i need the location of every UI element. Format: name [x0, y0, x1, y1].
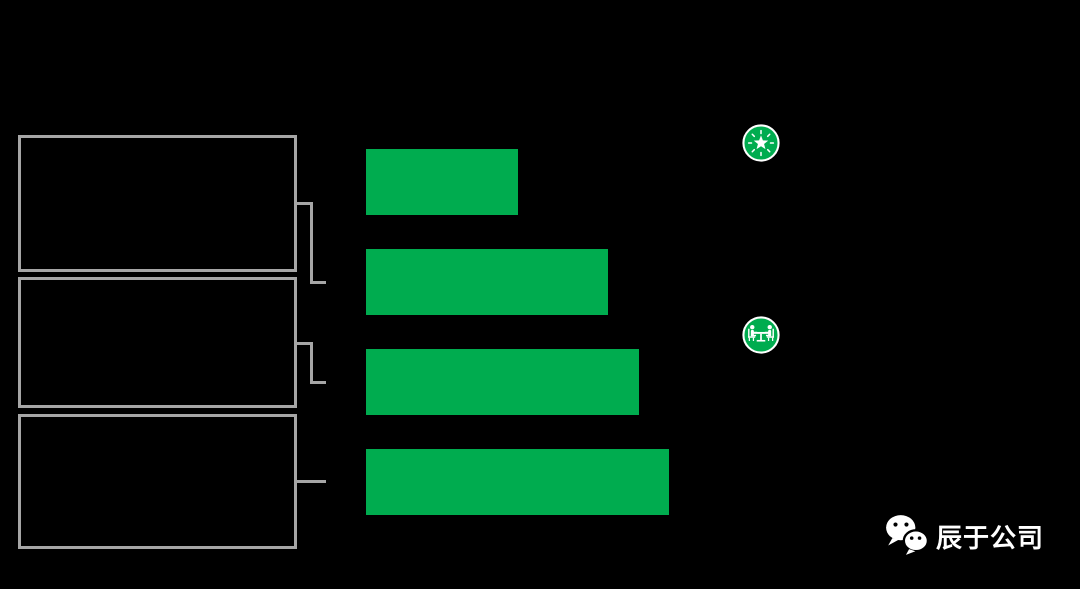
- wechat-logo-icon: [884, 514, 930, 561]
- bar-1: [366, 149, 518, 215]
- annotation-box-3: [18, 414, 297, 549]
- sparkle-star-icon: [742, 124, 780, 162]
- connector-3-horizontal: [295, 480, 326, 483]
- annotation-box-1: [18, 135, 297, 272]
- connector-2-tick: [310, 381, 326, 384]
- connector-2-vertical: [310, 342, 313, 384]
- annotation-box-2: [18, 277, 297, 408]
- brand-text: 辰于公司: [936, 522, 1045, 553]
- meeting-table-icon: [742, 316, 780, 354]
- connector-1-tick: [310, 281, 326, 284]
- footer-brand: 辰于公司: [884, 514, 1044, 561]
- connector-1-vertical: [310, 202, 313, 284]
- bar-2: [366, 249, 608, 315]
- connector-1-horizontal: [295, 202, 313, 205]
- connector-2-horizontal: [295, 342, 313, 345]
- bar-4: [366, 449, 669, 515]
- bar-3: [366, 349, 639, 415]
